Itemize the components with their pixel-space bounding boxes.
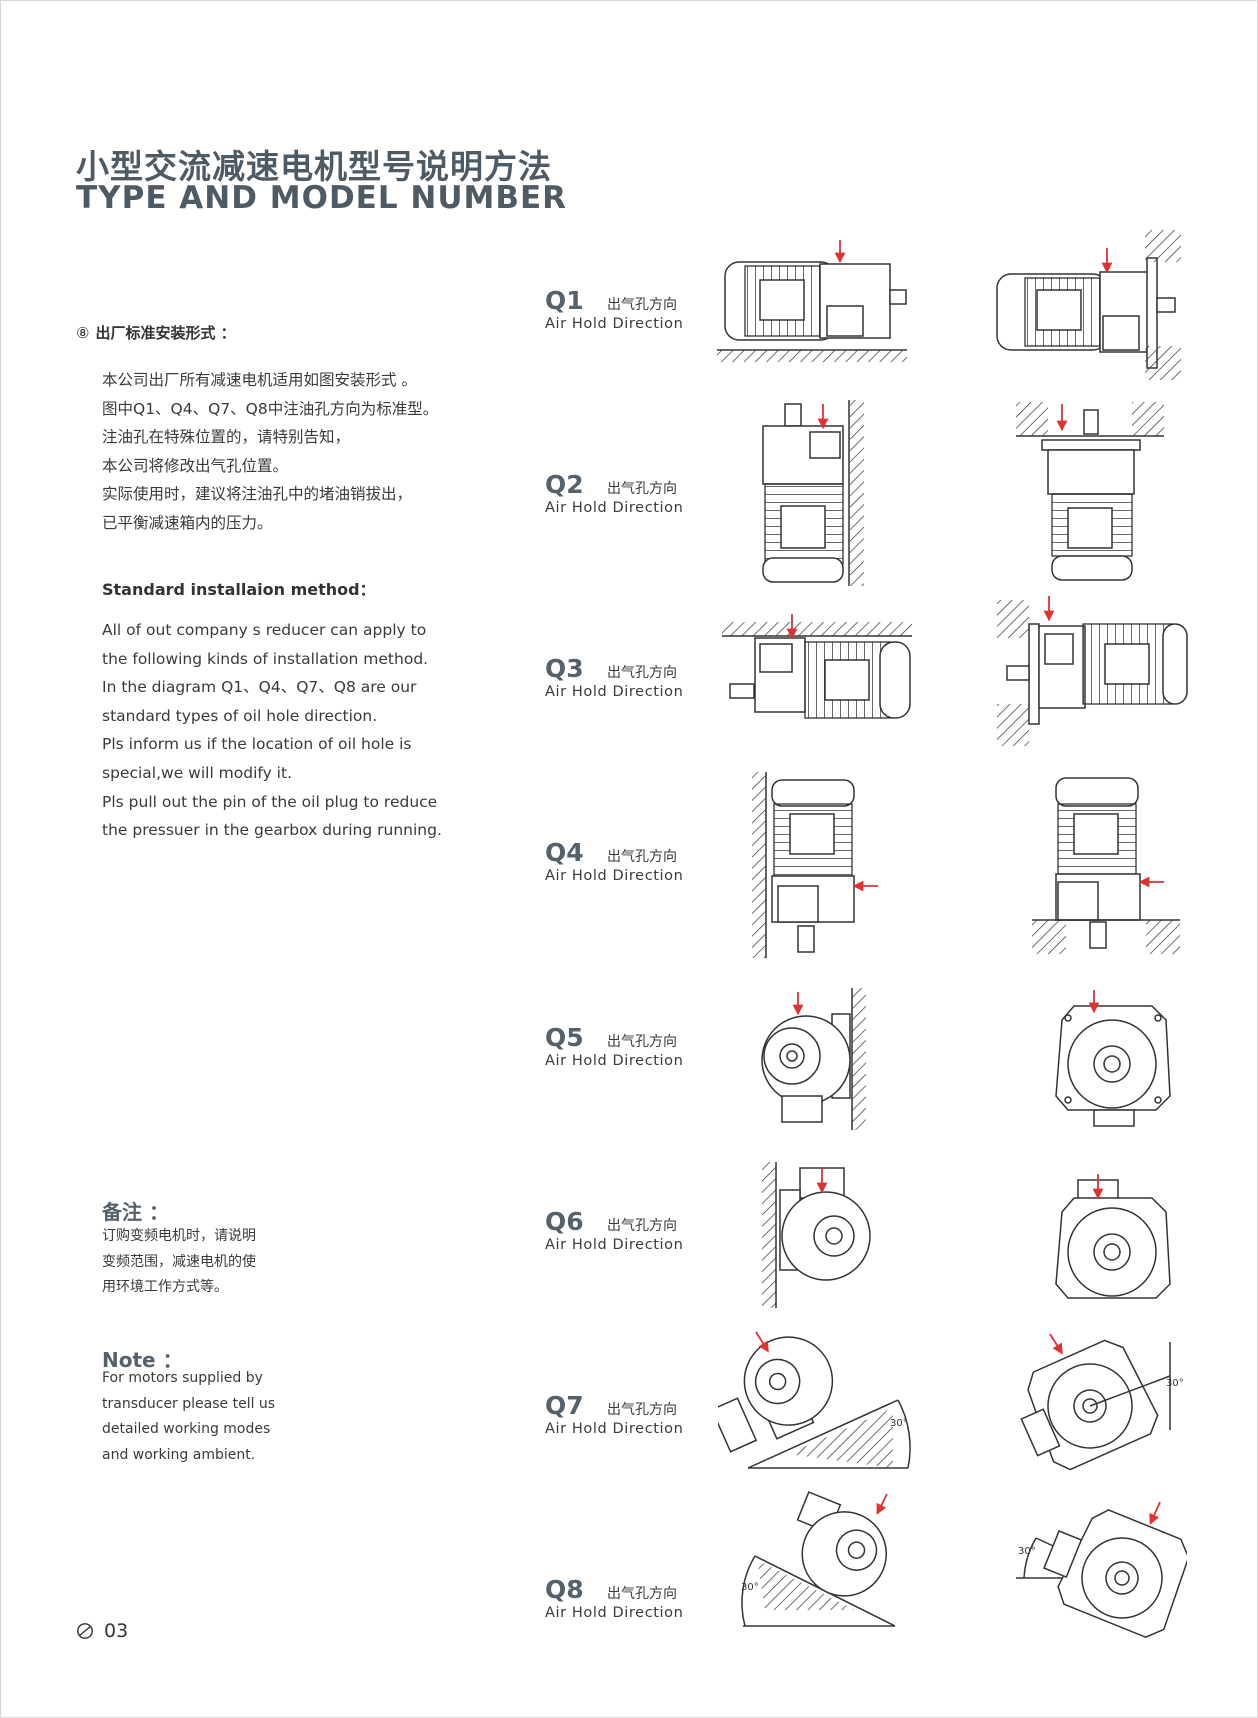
position-en: Air Hold Direction: [545, 1605, 684, 1621]
position-en: Air Hold Direction: [545, 1421, 684, 1437]
position-en: Air Hold Direction: [545, 500, 684, 516]
position-en: Air Hold Direction: [545, 316, 684, 332]
position-code: Q1: [545, 286, 584, 315]
standard-title: Standard installaion method：: [102, 580, 376, 599]
page-title-cn: 小型交流减速电机型号说明方法: [76, 147, 552, 186]
page-number: 03: [104, 1620, 129, 1642]
q1-label: Q1 出气孔方向 Air Hold Direction: [545, 286, 715, 332]
section-number: ⑧: [76, 324, 90, 342]
remark-title: 备注 ：: [102, 1200, 169, 1224]
q3-left-diagram: [722, 614, 912, 719]
position-code: Q4: [545, 838, 584, 867]
q1-left-diagram: [717, 240, 907, 362]
q4-left-diagram: [752, 772, 878, 958]
position-cn: 出气孔方向: [607, 1586, 677, 1602]
q7-left-diagram: 30°: [718, 1331, 911, 1469]
cn-line: 图中Q1、Q4、Q7、Q8中注油孔方向为标准型。: [102, 399, 439, 418]
position-en: Air Hold Direction: [545, 868, 684, 884]
cn-line: 本公司将修改出气孔位置。: [102, 456, 289, 475]
note-line: detailed working modes: [102, 1421, 271, 1437]
cn-line: 本公司出厂所有减速电机适用如图安装形式 。: [102, 371, 417, 389]
position-code: Q3: [545, 654, 584, 683]
q5-label: Q5 出气孔方向 Air Hold Direction: [545, 1023, 715, 1069]
page-title-en: TYPE AND MODEL NUMBER: [76, 180, 568, 216]
cn-line: 已平衡减速箱内的压力。: [102, 513, 273, 532]
std-line: standard types of oil hole direction.: [102, 706, 378, 725]
q4-label: Q4 出气孔方向 Air Hold Direction: [545, 838, 715, 884]
remark-body: 订购变频电机时，请说明 变频范围，减速电机的使 用环境工作方式等。: [102, 1224, 256, 1301]
std-line: Pls inform us if the location of oil hol…: [102, 735, 412, 754]
section-heading-text: 出厂标准安装形式 ：: [95, 324, 236, 342]
q5-right-diagram: [1055, 990, 1171, 1127]
std-line: the following kinds of installation meth…: [102, 649, 429, 668]
position-code: Q8: [545, 1575, 584, 1604]
q6-label: Q6 出气孔方向 Air Hold Direction: [545, 1207, 715, 1253]
note-line: and working ambient.: [102, 1446, 256, 1463]
note-title: Note ：: [102, 1348, 183, 1372]
std-line: In the diagram Q1、Q4、Q7、Q8 are our: [102, 678, 417, 697]
position-cn: 出气孔方向: [607, 1218, 677, 1234]
position-en: Air Hold Direction: [545, 1053, 684, 1069]
q8-right-diagram: 30°: [1016, 1501, 1187, 1638]
section-heading: ⑧ 出厂标准安装形式 ：: [76, 322, 236, 343]
logo-icon: [77, 1623, 93, 1639]
position-code: Q7: [545, 1391, 584, 1420]
q4-right-diagram: [1032, 777, 1180, 954]
std-line: the pressuer in the gearbox during runni…: [102, 821, 442, 840]
note-body: For motors supplied by transducer please…: [102, 1366, 275, 1468]
position-code: Q5: [545, 1023, 584, 1052]
position-cn: 出气孔方向: [607, 665, 677, 681]
cn-line: 实际使用时，建议将注油孔中的堵油销拔出，: [102, 485, 413, 504]
std-line: special,we will modify it.: [102, 763, 292, 782]
q7-left-angle: 30°: [890, 1418, 908, 1429]
note-line: transducer please tell us: [102, 1395, 276, 1412]
note-line: For motors supplied by: [102, 1370, 263, 1386]
q8-left-angle: 30°: [741, 1582, 759, 1593]
q6-right-diagram: [1055, 1174, 1171, 1299]
cn-line: 注油孔在特殊位置的，请特别告知，: [102, 428, 351, 447]
q8-label: Q8 出气孔方向 Air Hold Direction: [545, 1575, 715, 1621]
std-line: Pls pull out the pin of the oil plug to …: [102, 792, 438, 811]
footer-page: 03: [76, 1620, 128, 1642]
q3-label: Q3 出气孔方向 Air Hold Direction: [545, 654, 715, 700]
q5-left-diagram: [761, 988, 866, 1130]
q7-right-diagram: 30°: [1020, 1333, 1184, 1471]
position-cn: 出气孔方向: [607, 849, 677, 865]
position-en: Air Hold Direction: [545, 684, 684, 700]
cn-paragraph: 本公司出厂所有减速电机适用如图安装形式 。 图中Q1、Q4、Q7、Q8中注油孔方…: [102, 366, 438, 538]
position-cn: 出气孔方向: [607, 1402, 677, 1418]
position-en: Air Hold Direction: [545, 1237, 684, 1253]
position-code: Q6: [545, 1207, 584, 1236]
q8-left-diagram: 30°: [741, 1491, 896, 1627]
q2-left-diagram: [762, 400, 864, 586]
q7-right-angle: 30°: [1166, 1378, 1184, 1389]
q3-right-diagram: [997, 596, 1188, 746]
position-cn: 出气孔方向: [607, 481, 677, 497]
q2-right-diagram: [1016, 402, 1164, 581]
q2-label: Q2 出气孔方向 Air Hold Direction: [545, 470, 715, 516]
position-code: Q2: [545, 470, 584, 499]
std-line: All of out company s reducer can apply t…: [102, 621, 427, 639]
remark-line: 订购变频电机时，请说明: [102, 1228, 256, 1244]
q7-label: Q7 出气孔方向 Air Hold Direction: [545, 1391, 715, 1437]
q8-right-angle: 30°: [1018, 1546, 1036, 1557]
q1-right-diagram: [996, 230, 1181, 380]
q6-left-diagram: [762, 1162, 871, 1308]
remark-line: 变频范围，减速电机的使: [102, 1253, 256, 1270]
position-cn: 出气孔方向: [607, 297, 677, 313]
standard-paragraph: All of out company s reducer can apply t…: [102, 616, 442, 845]
position-cn: 出气孔方向: [607, 1034, 677, 1050]
remark-line: 用环境工作方式等。: [102, 1279, 228, 1295]
